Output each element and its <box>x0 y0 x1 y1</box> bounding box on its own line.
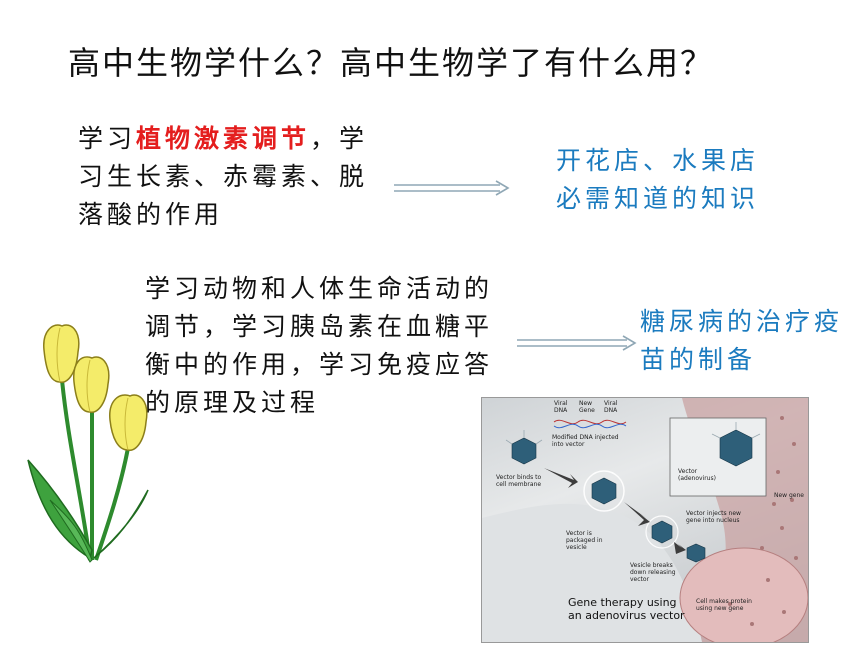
label-vector-adenovirus: Vector (adenovirus) <box>678 468 716 482</box>
label-vector-injects: Vector injects new gene into nucleus <box>686 510 741 524</box>
tulip-illustration <box>27 324 149 563</box>
label-modified-dna: Modified DNA injected into vector <box>552 434 619 448</box>
arrow-2 <box>517 335 637 351</box>
label-vector-packaged: Vector is packaged in vesicle <box>566 530 603 551</box>
flower-shop-result: 开花店、水果店必需知道的知识 <box>556 146 760 213</box>
label-new-gene-small: New gene <box>774 492 804 499</box>
plant-hormone-prefix: 学习 <box>78 124 137 153</box>
figure-caption-line1: Gene therapy using <box>568 596 677 609</box>
plant-hormone-highlight: 植物激素调节 <box>136 124 311 153</box>
label-vesicle-breaks: Vesicle breaks down releasing vector <box>630 562 676 583</box>
gene-therapy-figure: Viral DNA New Gene Viral DNA Modified DN… <box>481 397 809 643</box>
label-viral-dna-2: Viral DNA <box>604 400 618 414</box>
arrow-1 <box>394 180 510 196</box>
gene-therapy-artwork <box>482 398 808 642</box>
diabetes-vaccine-result: 糖尿病的治疗疫苗的制备 <box>640 307 844 374</box>
plant-hormone-text: 学习植物激素调节，学习生长素、赤霉素、脱落酸的作用 <box>78 120 378 234</box>
slide-title: 高中生物学什么？高中生物学了有什么用？ <box>68 44 715 82</box>
plant-hormone-suffix: ，学习生长素、赤霉素、脱落酸的作用 <box>78 124 369 229</box>
animal-regulation-text: 学习动物和人体生命活动的调节，学习胰岛素在血糖平衡中的作用，学习免疫应答的原理及… <box>145 274 494 417</box>
figure-caption: Gene therapy using an adenovirus vector <box>568 596 685 622</box>
label-new-gene: New Gene <box>579 400 595 414</box>
label-vector-binds: Vector binds to cell membrane <box>496 474 542 488</box>
figure-caption-line2: an adenovirus vector <box>568 609 685 622</box>
label-viral-dna-1: Viral DNA <box>554 400 568 414</box>
label-cell-makes-protein: Cell makes protein using new gene <box>696 598 752 612</box>
